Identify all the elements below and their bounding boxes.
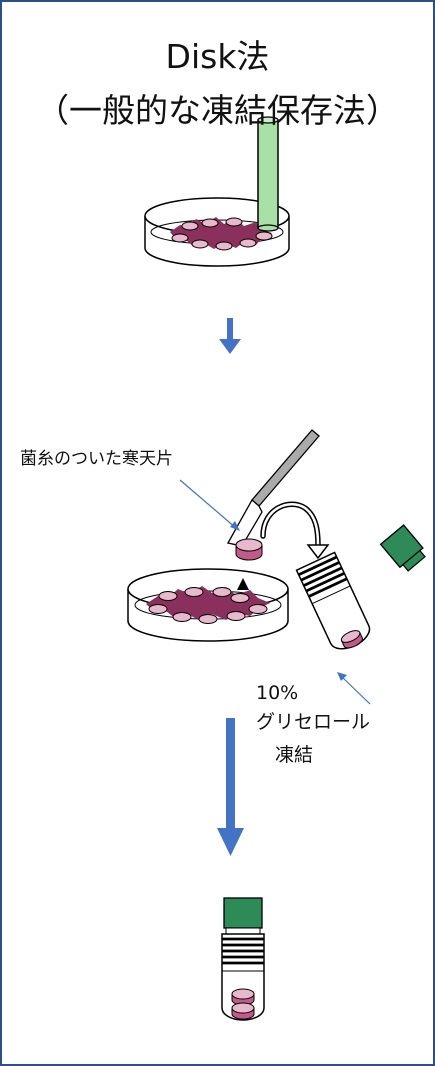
cryotube-frozen: [221, 897, 265, 1021]
petri-dish-middle: [127, 568, 289, 642]
down-arrow-freeze: [217, 718, 244, 856]
frozen-disk-lower: [231, 1002, 255, 1020]
agar-piece-label: 菌糸のついた寒天片: [20, 449, 173, 469]
glycerol-name-label: グリセロール: [256, 711, 371, 733]
agar-disk-picked: [235, 538, 263, 561]
page-subtitle: （一般的な凍結保存法）: [36, 91, 399, 130]
cryotube-tilted: [295, 551, 371, 650]
transfer-arrow: [260, 501, 330, 560]
petri-dish-top: [144, 197, 290, 267]
glycerol-percent-label: 10%: [256, 682, 299, 704]
freeze-label: 凍結: [275, 744, 314, 766]
puncture-marker: [237, 578, 249, 590]
down-arrow-1: [219, 318, 241, 354]
tube-cap: [379, 524, 426, 572]
glycerol-pointer: [337, 672, 371, 705]
agar-disk-in-tube: [340, 630, 363, 649]
glass-rod: [257, 116, 279, 232]
cork-borer: [227, 429, 320, 547]
agar-pointer: [179, 479, 240, 531]
page-title: Disk法: [165, 37, 270, 76]
